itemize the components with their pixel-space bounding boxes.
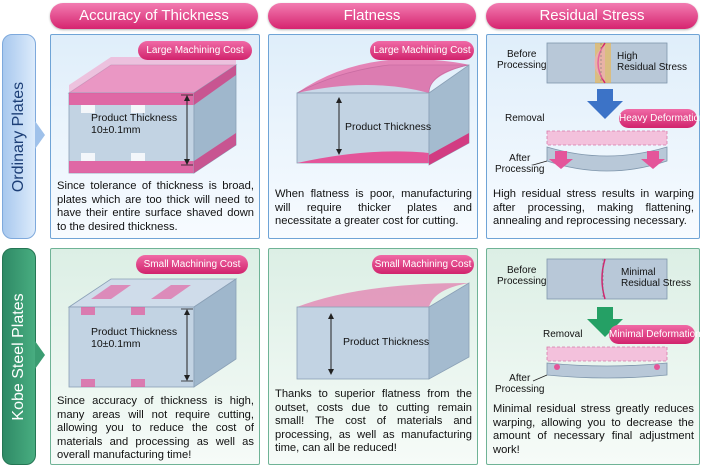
product-thickness-label-kobe: Product Thickness [91, 326, 178, 338]
ordinary-row-arrow [35, 121, 45, 149]
header-residual-stress: Residual Stress [486, 3, 698, 29]
kobe-row-arrow [35, 341, 45, 369]
row-label-ordinary: Ordinary Plates [10, 81, 27, 192]
after-processing-label-kobe: After Processing [495, 373, 545, 395]
panel-kobe-residual-stress: Before Processing Minimal Residual Stres… [486, 248, 701, 465]
row-tab-ordinary-plates: Ordinary Plates [2, 34, 36, 239]
thickness-block-diagram-kobe [67, 278, 238, 388]
before-processing-label: Before Processing [497, 49, 547, 71]
residual-stress-label-kobe: Minimal Residual Stress [621, 267, 692, 289]
residual-stress-label: High Residual Stress [617, 51, 688, 73]
callout-heavy-deformation: Heavy Deformation [619, 109, 705, 128]
callout-small-machining-cost: Small Machining Cost [136, 255, 248, 274]
description-ordinary-thickness: Since tolerance of thickness is broad, p… [57, 180, 254, 233]
removal-label: Removal [505, 113, 545, 124]
description-kobe-flatness: Thanks to superior flatness from the out… [275, 388, 472, 454]
header-flatness: Flatness [268, 3, 476, 29]
description-ordinary-flatness: When flatness is poor, manufacturing wil… [275, 188, 472, 227]
callout-large-machining-cost-flatness: Large Machining Cost [370, 41, 474, 60]
row-tab-kobe-steel-plates: Kobe Steel Plates [2, 248, 36, 465]
thickness-block-diagram [67, 57, 238, 174]
before-processing-label-kobe: Before Processing [497, 265, 547, 287]
callout-large-machining-cost: Large Machining Cost [138, 41, 252, 60]
description-kobe-residual: Minimal residual stress greatly reduces … [493, 403, 694, 456]
removal-label-kobe: Removal [543, 329, 583, 340]
product-thickness-label-flatness: Product Thickness [345, 121, 432, 133]
panel-ordinary-thickness: Large Machining Cost Product Thickness 1… [50, 34, 260, 239]
residual-stress-diagram [532, 42, 668, 172]
description-ordinary-residual: High residual stress results in warping … [493, 188, 694, 227]
after-processing-label: After Processing [495, 153, 545, 175]
callout-minimal-deformation: Minimal Deformation [609, 325, 701, 344]
flatness-block-diagram [296, 58, 470, 166]
panel-kobe-flatness: Small Machining Cost Product Thickness T… [268, 248, 478, 465]
header-accuracy-of-thickness: Accuracy of Thickness [50, 3, 258, 29]
row-label-kobe: Kobe Steel Plates [10, 292, 27, 421]
residual-stress-diagram-kobe [532, 258, 668, 382]
panel-kobe-thickness: Small Machining Cost Product Thickness 1… [50, 248, 260, 465]
tolerance-label: 10±0.1mm [91, 124, 141, 136]
panel-ordinary-residual-stress: Before Processing High Residual Stress R… [486, 34, 705, 239]
product-thickness-label-flatness-kobe: Product Thickness [343, 336, 430, 348]
callout-small-machining-cost-flatness: Small Machining Cost [372, 255, 474, 274]
product-thickness-label: Product Thickness [91, 112, 178, 124]
tolerance-label-kobe: 10±0.1mm [91, 338, 141, 350]
flatness-block-diagram-kobe [296, 282, 470, 380]
description-kobe-thickness: Since accuracy of thickness is high, man… [57, 395, 254, 461]
panel-ordinary-flatness: Large Machining Cost Product Thickness W… [268, 34, 478, 239]
